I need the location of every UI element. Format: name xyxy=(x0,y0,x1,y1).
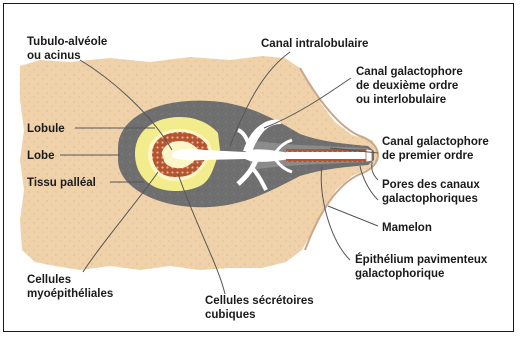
label-cellules-myoepitheliales: Cellules myoépithéliales xyxy=(27,274,113,300)
label-pores: Pores des canaux galactophoriques xyxy=(382,179,483,205)
label-canal-galactophore-premier: Canal galactophore de premier ordre xyxy=(382,136,492,162)
label-myo-line1: Cellules xyxy=(27,274,71,286)
label-myo-line2: myoépithéliales xyxy=(27,288,113,300)
label-lobule: Lobule xyxy=(27,123,65,135)
label-epithelium: Épithélium pavimenteux galactophorique xyxy=(355,253,490,280)
label-canal-intralobulaire: Canal intralobulaire xyxy=(261,38,368,50)
label-epithelium-line1: Épithélium pavimenteux xyxy=(355,253,488,266)
label-epithelium-line2: galactophorique xyxy=(355,268,444,280)
label-cellules-secretoires: Cellules sécrétoires cubiques xyxy=(205,295,317,321)
label-cg1-line2: de premier ordre xyxy=(382,150,473,162)
label-canal-galactophore-deuxieme: Canal galactophore de deuxième ordre ou … xyxy=(356,66,466,106)
label-cg2-line3: ou interlobulaire xyxy=(356,94,446,106)
label-cg1-line1: Canal galactophore xyxy=(382,136,489,148)
label-secr-line2: cubiques xyxy=(205,309,255,321)
label-pores-line1: Pores des canaux xyxy=(382,179,480,191)
label-lobe: Lobe xyxy=(27,150,54,162)
label-cg2-line1: Canal galactophore xyxy=(356,66,463,78)
label-secr-line1: Cellules sécrétoires xyxy=(205,295,314,307)
label-mamelon: Mamelon xyxy=(382,222,432,234)
label-tubulo-alveole: Tubulo-alvéole ou acinus xyxy=(27,36,111,62)
label-tubulo-line2: ou acinus xyxy=(27,50,81,62)
label-tubulo-line1: Tubulo-alvéole xyxy=(27,36,107,48)
label-cg2-line2: de deuxième ordre xyxy=(356,80,458,92)
label-tissu-palleal: Tissu palléal xyxy=(27,177,96,189)
label-pores-line2: galactophoriques xyxy=(382,193,478,205)
